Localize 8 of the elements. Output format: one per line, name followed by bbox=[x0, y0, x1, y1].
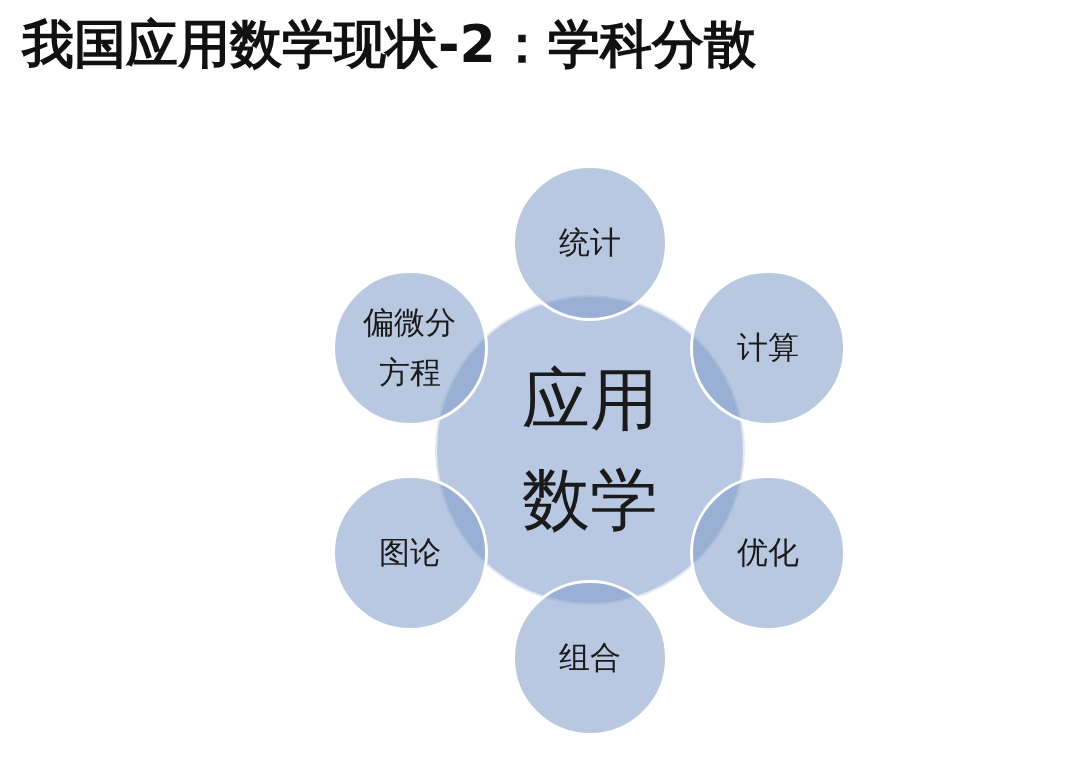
slide-title: 我国应用数学现状-2：学科分散 bbox=[22, 13, 756, 76]
circle-label: 统计 bbox=[559, 223, 621, 263]
circle-label: 偏微分方程 bbox=[362, 303, 458, 392]
circle-label: 应用数学 bbox=[521, 359, 659, 541]
circle-label: 组合 bbox=[559, 638, 621, 678]
circle-label: 优化 bbox=[737, 533, 799, 573]
circle-label: 计算 bbox=[737, 328, 799, 368]
circle-label: 图论 bbox=[379, 533, 441, 573]
